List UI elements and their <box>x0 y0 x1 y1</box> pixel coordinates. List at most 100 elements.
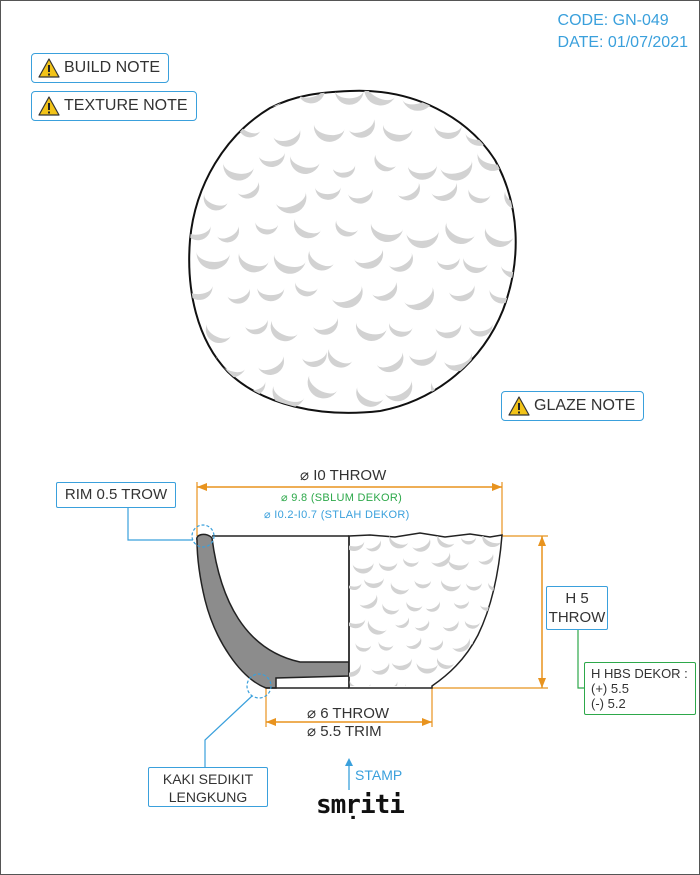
dimple-mark <box>302 351 327 367</box>
dimple-mark <box>257 355 285 375</box>
dimple-mark <box>440 160 473 181</box>
dimple-mark <box>196 251 230 270</box>
dimple-mark <box>499 383 516 398</box>
height-dimension <box>432 535 548 689</box>
dimple-mark <box>466 381 496 400</box>
foot-note-tag[interactable]: KAKI SEDIKIT LENGKUNG <box>148 767 268 807</box>
texture-note-label: TEXTURE NOTE <box>64 97 188 114</box>
dimple-mark <box>434 125 462 140</box>
texture-note-button[interactable]: TEXTURE NOTE <box>31 91 197 121</box>
dimple-mark <box>382 603 400 615</box>
dimple-mark <box>376 351 404 373</box>
glaze-note-button[interactable]: GLAZE NOTE <box>501 391 645 421</box>
dimple-mark <box>378 561 398 571</box>
dimple-mark <box>272 385 305 408</box>
dimple-mark <box>408 349 437 366</box>
dekor-height-line2: (+) 5.5 <box>591 681 629 696</box>
dimple-mark <box>428 639 443 651</box>
dimple-mark <box>464 620 481 629</box>
dimple-mark <box>355 642 372 652</box>
dimple-mark <box>500 262 516 279</box>
foot-note-line1: KAKI SEDIKIT <box>162 771 254 787</box>
dimple-mark <box>466 582 482 591</box>
stamp-arrow-icon <box>345 758 353 790</box>
dimple-mark <box>189 350 209 367</box>
dimple-mark <box>500 118 516 140</box>
dimple-mark <box>435 322 462 339</box>
stamp-logo: smṛiti <box>316 790 405 820</box>
dimple-mark <box>441 579 462 592</box>
dimple-mark <box>406 601 423 612</box>
dimple-mark <box>354 248 384 269</box>
dimple-mark <box>443 352 472 372</box>
dimple-mark <box>504 190 516 210</box>
dimple-mark <box>203 193 228 211</box>
dimple-mark <box>244 319 268 335</box>
blue-diameter-label: ⌀ I0.2-I0.7 (STLAH DEKOR) <box>264 509 410 521</box>
dimple-mark <box>453 600 469 609</box>
dimple-mark <box>467 657 486 670</box>
dimple-mark <box>223 162 254 181</box>
dimple-mark <box>430 551 451 567</box>
foot-callout <box>204 673 272 768</box>
dimple-mark <box>365 539 381 552</box>
dimple-mark <box>293 218 322 239</box>
dimple-mark <box>397 182 420 201</box>
build-note-button[interactable]: BUILD NOTE <box>31 53 170 83</box>
dimple-mark <box>238 252 269 273</box>
dimple-mark <box>390 581 410 595</box>
dimple-mark <box>227 287 250 304</box>
dimple-mark <box>189 225 211 241</box>
dimple-mark <box>405 636 422 649</box>
code-label: CODE: GN-049 <box>557 12 669 29</box>
height-label-line2: THROW <box>548 609 606 626</box>
dimple-mark <box>189 92 207 108</box>
dimple-mark <box>297 90 326 104</box>
dimple-mark <box>356 386 384 407</box>
dimple-mark <box>332 164 356 178</box>
dimple-mark <box>374 153 397 172</box>
dimple-mark <box>307 374 338 399</box>
dimple-mark <box>468 188 491 204</box>
dimple-mark <box>290 155 320 174</box>
warning-icon <box>38 96 60 116</box>
dekor-height-line3: (-) 5.2 <box>591 696 626 711</box>
dimple-mark <box>378 641 394 651</box>
dimple-mark <box>257 287 285 302</box>
dimple-mark <box>255 221 279 235</box>
dimple-mark <box>445 92 475 111</box>
dimple-mark <box>425 600 440 612</box>
dimple-mark <box>270 319 298 342</box>
dimple-mark <box>437 536 455 548</box>
dekor-height-line1: H HBS DEKOR : <box>591 666 688 681</box>
dimple-mark <box>414 579 432 589</box>
warning-icon <box>38 58 60 78</box>
dimple-mark <box>315 186 341 200</box>
dimple-mark <box>442 619 459 632</box>
dimple-mark <box>403 286 434 311</box>
dimple-mark <box>238 120 261 138</box>
dimple-mark <box>349 663 361 677</box>
dekor-height-tag[interactable]: H HBS DEKOR : (+) 5.5 (-) 5.2 <box>584 662 696 715</box>
dimple-mark <box>463 257 488 273</box>
dimple-mark <box>384 380 413 402</box>
bowl-wall-section <box>196 533 350 689</box>
dimple-mark <box>349 540 365 552</box>
dimple-mark <box>436 257 460 270</box>
height-tag[interactable]: H 5 THROW <box>546 586 608 630</box>
foot-trim-label: ⌀ 5.5 TRIM <box>307 723 382 740</box>
rim-tag[interactable]: RIM 0.5 TROW <box>56 482 176 508</box>
dimple-mark <box>481 97 509 116</box>
foot-note-line2: LENGKUNG <box>168 789 248 805</box>
bowl-outer-half <box>348 532 503 689</box>
dimple-mark <box>402 90 435 111</box>
side-view-texture <box>349 536 500 686</box>
top-diameter-label: ⌀ I0 THROW <box>300 467 387 484</box>
dimple-mark <box>363 577 384 589</box>
dimple-mark <box>237 181 260 199</box>
date-label: DATE: 01/07/2021 <box>557 34 688 51</box>
dimple-mark <box>461 536 477 545</box>
dimple-mark <box>488 617 500 627</box>
green-diameter-label: ⌀ 9.8 (SBLUM DEKOR) <box>281 492 403 504</box>
